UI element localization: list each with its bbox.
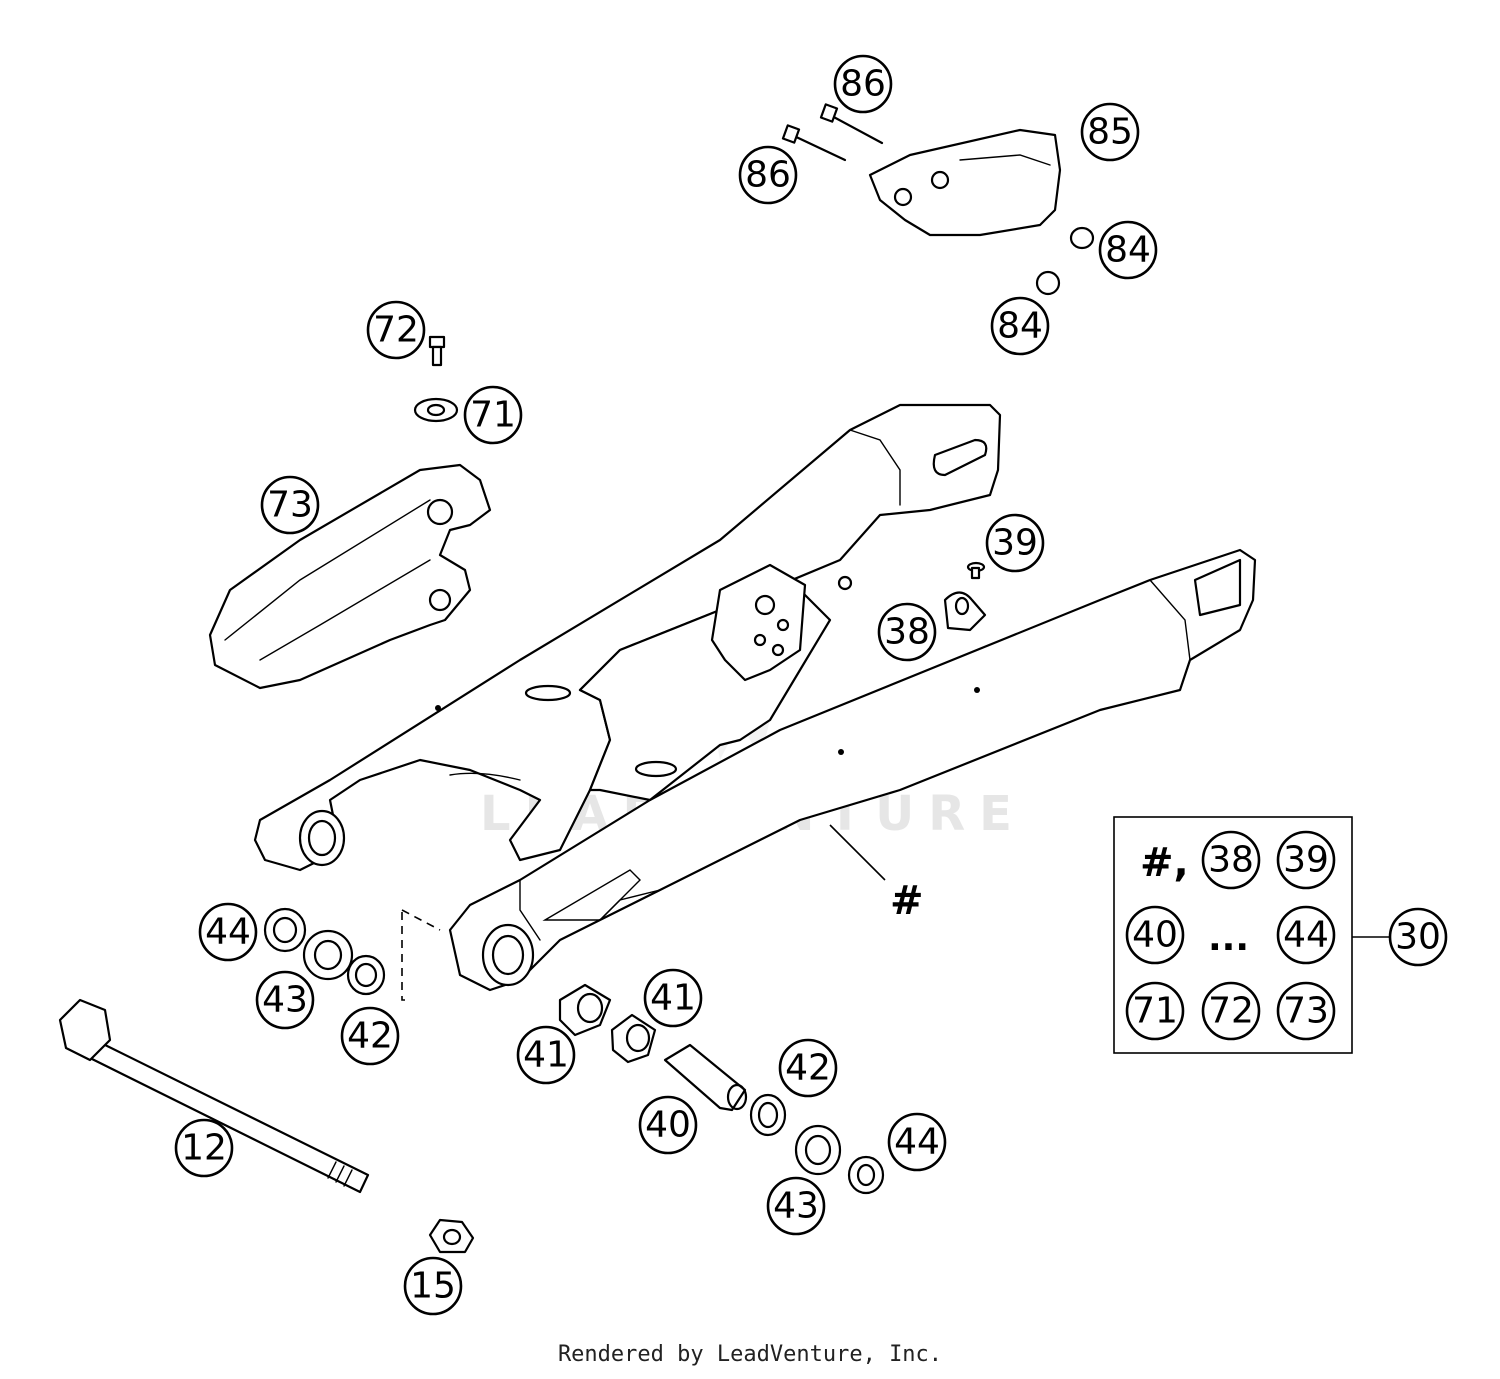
kit-item-73[interactable]: 73 [1276,981,1336,1041]
callout-label: 86 [840,64,886,105]
callout-label: 84 [997,306,1043,347]
swingarm-marker: # [890,878,924,924]
callout-44b[interactable]: 44 [887,1112,947,1172]
clip-screw[interactable] [966,561,986,580]
callout-label: 42 [347,1016,393,1057]
kit-item-44[interactable]: 44 [1276,905,1336,965]
kit-item-label: 72 [1208,991,1254,1032]
callout-84b[interactable]: 84 [990,296,1050,356]
callout-label: 44 [894,1122,940,1163]
callout-label: 71 [470,395,516,436]
kit-item-label: 38 [1208,840,1254,881]
callout-42b[interactable]: 42 [778,1038,838,1098]
left-dust-seal[interactable] [263,907,307,953]
callout-label: 41 [523,1035,569,1076]
callout-30[interactable]: 30 [1388,907,1448,967]
callout-15[interactable]: 15 [403,1256,463,1316]
kit-item-label: 39 [1283,840,1329,881]
callout-38[interactable]: 38 [877,602,937,662]
kit-ellipsis: ... [1208,918,1249,959]
slider-washer[interactable] [413,397,459,423]
callout-73[interactable]: 73 [260,475,320,535]
kit-item-71[interactable]: 71 [1125,981,1185,1041]
kit-item-label: 71 [1132,991,1178,1032]
kit-item-label: 73 [1283,991,1329,1032]
kit-item-38[interactable]: 38 [1201,830,1261,890]
spacer-sleeve[interactable] [663,1043,748,1112]
kit-item-39[interactable]: 39 [1276,830,1336,890]
callout-40[interactable]: 40 [638,1095,698,1155]
kit-item-label: 40 [1132,915,1178,956]
callout-label: 41 [650,978,696,1019]
kit-number-label: 30 [1395,917,1441,958]
swingarm[interactable] [253,403,1257,992]
needle-bearing-1[interactable] [558,983,612,1037]
footer-credit: Rendered by LeadVenture, Inc. [557,1342,943,1367]
callout-39[interactable]: 39 [985,513,1045,573]
needle-bearing-2[interactable] [610,1013,657,1064]
chain-guide[interactable] [868,128,1062,237]
kit-item-label: 44 [1283,915,1329,956]
callout-label: 73 [267,485,313,526]
kit-item-72[interactable]: 72 [1201,981,1261,1041]
callout-86a[interactable]: 86 [833,54,893,114]
callout-43b[interactable]: 43 [766,1176,826,1236]
callout-86b[interactable]: 86 [738,145,798,205]
callout-85[interactable]: 85 [1080,102,1140,162]
slider-screw[interactable] [428,335,446,367]
callout-label: 38 [884,612,930,653]
callout-71[interactable]: 71 [463,385,523,445]
chain-guide-rollers[interactable] [1035,226,1095,296]
callout-label: 44 [205,912,251,953]
callout-label: 43 [773,1186,819,1227]
pivot-shaft[interactable] [58,998,370,1194]
callout-label: 40 [645,1105,691,1146]
callout-72[interactable]: 72 [366,300,426,360]
callout-41b[interactable]: 41 [516,1025,576,1085]
callout-label: 42 [785,1048,831,1089]
pivot-nut[interactable] [428,1218,475,1254]
callout-43a[interactable]: 43 [255,970,315,1030]
swingarm-leader-line [829,824,886,881]
right-bearing-race[interactable] [794,1124,842,1176]
callout-12[interactable]: 12 [174,1118,234,1178]
chain-slider[interactable] [208,463,492,690]
assembly-guide-line [401,909,441,1001]
callout-label: 39 [992,523,1038,564]
callout-label: 72 [373,310,419,351]
chain-guide-bolt-2[interactable] [781,124,847,162]
left-bearing-race[interactable] [302,929,354,981]
callout-label: 84 [1105,230,1151,271]
kit-item-40[interactable]: 40 [1125,905,1185,965]
kit-marker: #, [1140,840,1189,886]
left-washer[interactable] [346,954,386,996]
callout-label: 85 [1087,112,1133,153]
callout-41a[interactable]: 41 [643,968,703,1028]
callout-label: 15 [410,1266,456,1307]
callout-84a[interactable]: 84 [1098,220,1158,280]
right-dust-seal[interactable] [847,1155,885,1195]
right-washer[interactable] [749,1093,787,1137]
callout-label: 43 [262,980,308,1021]
clip[interactable] [943,591,987,632]
chain-guide-bolt-1[interactable] [819,103,884,145]
callout-label: 12 [181,1128,227,1169]
callout-44a[interactable]: 44 [198,902,258,962]
kit-box: #, 38 39 40 ... 44 71 72 73 [1113,816,1353,1054]
callout-label: 86 [745,155,791,196]
callout-42a[interactable]: 42 [340,1006,400,1066]
